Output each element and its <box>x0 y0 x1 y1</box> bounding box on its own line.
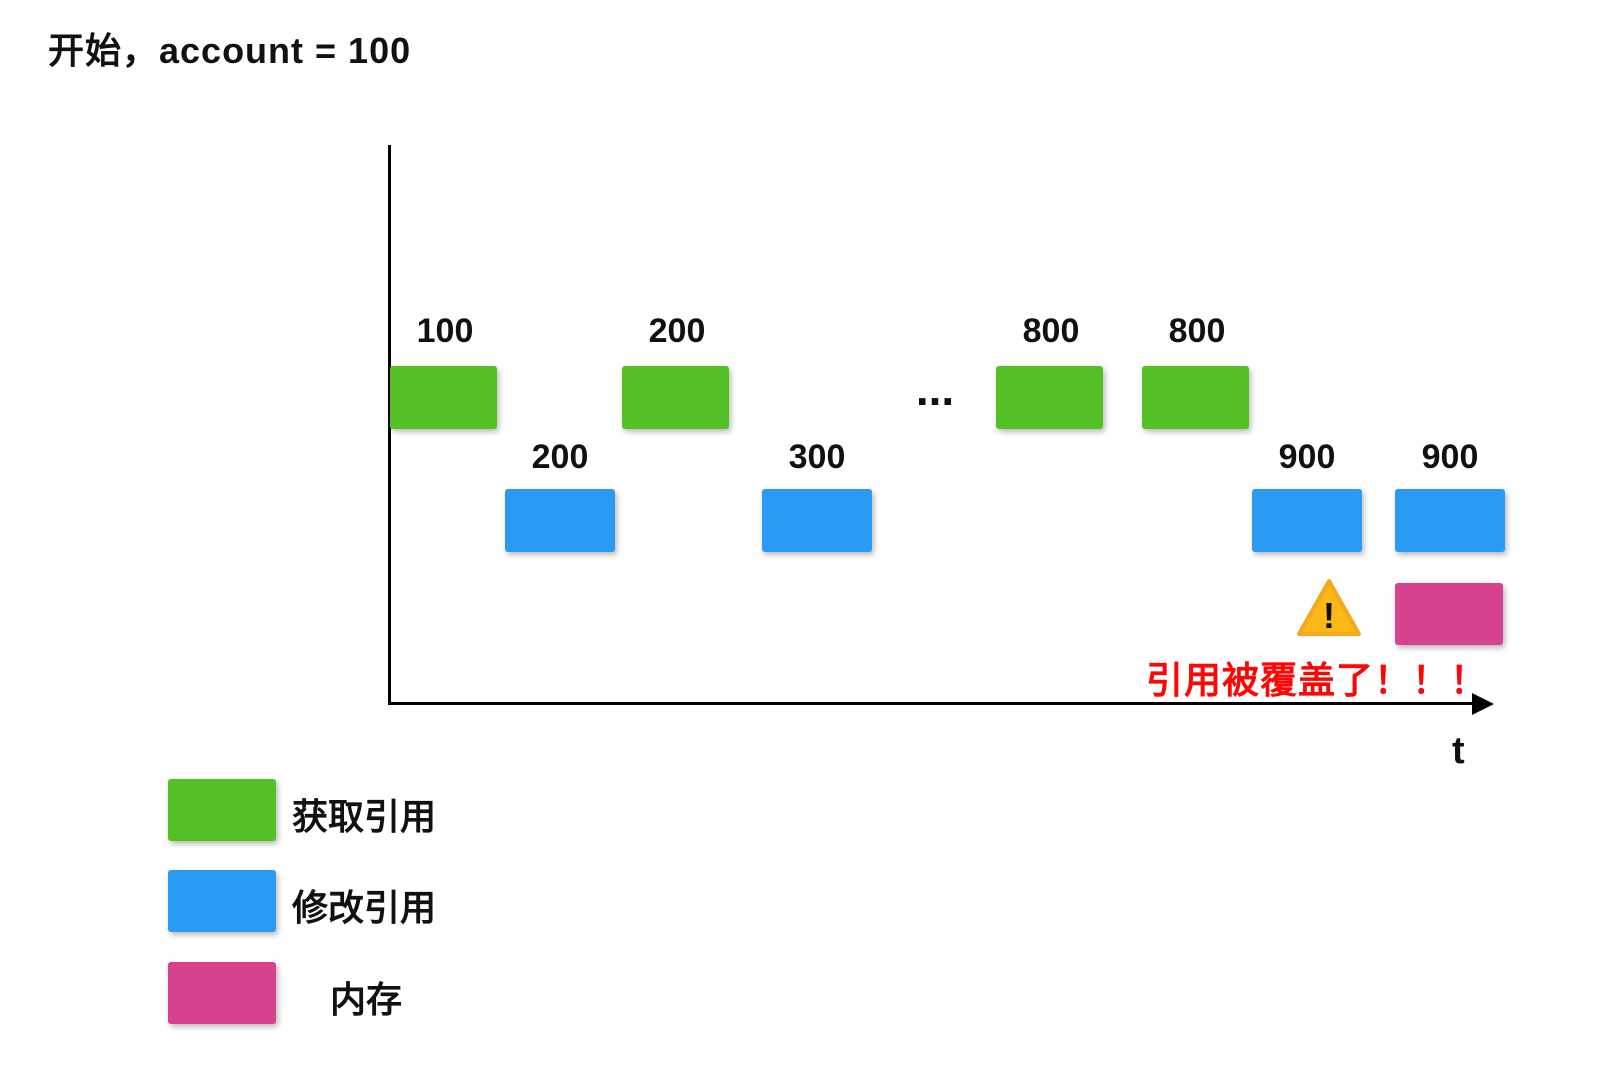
get-ref-box <box>390 366 497 429</box>
ellipsis: ... <box>915 363 955 415</box>
warning-exclamation: ! <box>1323 595 1335 636</box>
legend-label-memory: 内存 <box>330 979 403 1020</box>
legend-swatch-set-ref <box>168 870 276 932</box>
get-ref-box <box>1142 366 1249 429</box>
legend-swatch-memory <box>168 962 276 1024</box>
legend-swatch-get-ref <box>168 779 276 841</box>
set-ref-value: 900 <box>1421 438 1479 476</box>
legend-label-set-ref: 修改引用 <box>292 887 437 928</box>
get-ref-value: 800 <box>1022 312 1080 350</box>
set-ref-box <box>762 489 872 552</box>
set-ref-value: 300 <box>788 438 846 476</box>
get-ref-box <box>996 366 1103 429</box>
page-title: 开始，account = 100 <box>48 30 412 71</box>
set-ref-box <box>1252 489 1362 552</box>
set-ref-box <box>1395 489 1505 552</box>
y-axis-line <box>388 145 391 705</box>
overwrite-warning-text: 引用被覆盖了！！！ <box>1146 660 1488 701</box>
warning-icon: ! <box>1297 579 1361 636</box>
x-axis-arrow-icon <box>1472 692 1494 715</box>
set-ref-value: 900 <box>1278 438 1336 476</box>
set-ref-box <box>505 489 615 552</box>
time-axis-label: t <box>1452 730 1465 772</box>
get-ref-value: 100 <box>416 312 474 350</box>
memory-box <box>1395 583 1503 645</box>
get-ref-value: 800 <box>1168 312 1226 350</box>
x-axis-line <box>388 702 1474 705</box>
set-ref-value: 200 <box>531 438 589 476</box>
legend-label-get-ref: 获取引用 <box>292 796 437 837</box>
get-ref-box <box>622 366 729 429</box>
get-ref-value: 200 <box>648 312 706 350</box>
